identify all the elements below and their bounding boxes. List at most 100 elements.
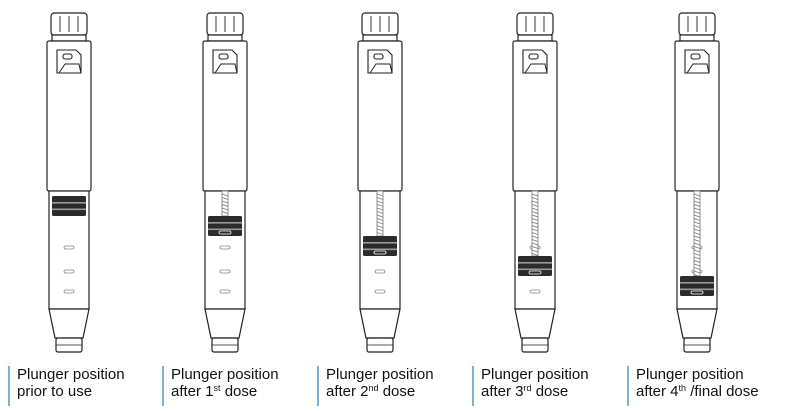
rod-thread [376,204,384,207]
caption-line1: Plunger position [326,366,434,383]
rod-thread [693,204,701,207]
knob-collar [51,34,87,42]
graduation-mark [529,289,541,294]
caption-line1: Plunger position [636,366,744,383]
plunger-ring [363,242,397,244]
rod-thread [693,197,701,200]
rod-thread [693,242,701,246]
pen-4 [512,12,558,353]
plunger-ring [363,248,397,251]
plunger-mark [528,270,542,275]
rod-thread [531,211,539,214]
rod-thread [531,193,539,197]
rod-thread [693,200,701,204]
rod-thread [221,193,229,197]
pen-3 [357,12,403,353]
pen-2 [202,12,248,353]
window-tab [58,63,82,74]
knob-collar [207,34,243,42]
cartridge-neck [359,308,401,339]
rod-thread [531,225,539,228]
plunger-ring [52,208,86,211]
rod-thread [693,263,701,267]
rod-thread [376,232,384,235]
dose-indicator [62,53,73,60]
rod-thread [693,228,701,232]
rod-thread [531,218,539,221]
rod-thread [693,221,701,225]
plunger-mark [218,230,232,235]
rod-thread [693,246,701,249]
rod-thread [221,211,229,214]
dose-indicator [690,53,701,60]
caption-line2: after 2nd dose [326,383,416,400]
caption-panel-4: Plunger position after 3rd dose [472,366,589,406]
rod-thread [693,207,701,211]
rod-thread [693,218,701,221]
plunger-mark [690,290,704,295]
caption-line2: prior to use [17,383,93,400]
rod-thread [693,232,701,235]
rod-thread [531,242,539,246]
rod-thread [693,260,701,263]
window-tab [524,63,548,74]
rod-thread [693,211,701,214]
cartridge-neck [48,308,90,339]
plunger-stopper [208,216,242,236]
plunger-stopper [363,236,397,256]
cartridge-neck [676,308,718,339]
plunger-ring [680,288,714,291]
knob-collar [679,34,715,42]
rod-thread [531,232,539,235]
rod-thread [693,235,701,239]
graduation-mark [219,269,231,274]
pen-5 [674,12,720,353]
caption-panel-1: Plunger position prior to use [8,366,125,406]
knob-collar [517,34,553,42]
graduation-mark [63,289,75,294]
rod-thread [376,200,384,204]
rod-thread [376,228,384,232]
plunger-stopper [52,196,86,216]
rod-thread [531,253,539,256]
window-tab [686,63,710,74]
rod-thread [531,239,539,242]
plunger-ring [518,268,552,271]
rod-thread [221,204,229,207]
plunger-stopper [680,276,714,296]
graduation-mark [63,245,75,250]
caption-line1: Plunger position [171,366,279,383]
caption-panel-3: Plunger position after 2nd dose [317,366,434,406]
rod-thread [693,214,701,218]
rod-thread [531,228,539,232]
dose-indicator [218,53,229,60]
plunger-mark [373,250,387,255]
rod-thread [693,270,701,274]
rod-thread [531,221,539,225]
rod-thread [693,225,701,228]
dose-indicator [373,53,384,60]
rod-thread [221,200,229,204]
rod-thread [531,214,539,218]
graduation-mark [63,269,75,274]
graduation-mark [374,289,386,294]
graduation-mark [219,245,231,250]
plunger-ring [208,222,242,224]
caption-panel-5: Plunger position after 4th /final dose [627,366,759,406]
knob-collar [362,34,398,42]
graduation-mark [374,269,386,274]
rod-thread [693,267,701,270]
rod-thread [531,246,539,249]
rod-thread [221,197,229,200]
rod-thread [531,207,539,211]
rod-thread [693,193,701,197]
dose-indicator [528,53,539,60]
rod-thread [531,235,539,239]
rod-thread [376,207,384,211]
plunger-ring [208,228,242,231]
caption-line2: after 4th /final dose [636,383,759,400]
rod-thread [376,193,384,197]
rod-thread [531,197,539,200]
